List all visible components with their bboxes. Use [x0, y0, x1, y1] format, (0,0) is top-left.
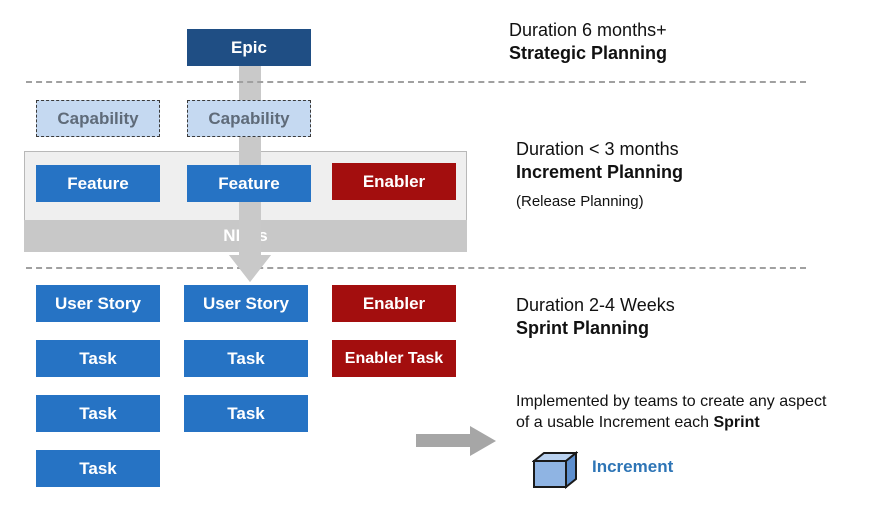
strategic-title: Strategic Planning	[509, 43, 668, 63]
separator-bottom	[26, 267, 806, 269]
feature-box-1: Feature	[36, 165, 160, 202]
capability-label: Capability	[57, 108, 139, 128]
increment-duration: Duration < 3 months	[516, 139, 679, 159]
epic-box: Epic	[187, 29, 311, 66]
right-arrow-icon	[416, 426, 496, 456]
task-label: Task	[227, 403, 265, 423]
separator-top	[26, 81, 806, 83]
task-label: Task	[227, 348, 265, 368]
enabler-label: Enabler	[362, 293, 426, 313]
user-story-box-1: User Story	[36, 285, 160, 322]
implemented-line-2-bold: Sprint	[713, 414, 760, 431]
increment-title: Increment Planning	[516, 162, 684, 182]
user-story-label: User Story	[203, 293, 289, 313]
user-story-box-2: User Story	[184, 285, 308, 322]
enabler-task-box: Enabler Task	[332, 340, 456, 377]
enabler-box-mid: Enabler	[332, 285, 456, 322]
implemented-line-2: of a usable Increment each Sprint	[516, 414, 760, 432]
feature-label: Feature	[218, 173, 280, 193]
task-box: Task	[36, 395, 160, 432]
sprint-duration: Duration 2-4 Weeks	[516, 295, 675, 315]
task-box: Task	[36, 340, 160, 377]
strategic-duration: Duration 6 months+	[509, 20, 667, 40]
enabler-task-label: Enabler Task	[344, 349, 444, 367]
user-story-label: User Story	[55, 293, 141, 313]
feature-box-2: Feature	[187, 165, 311, 202]
cube-icon	[532, 451, 578, 489]
implemented-line-2-prefix: of a usable Increment each	[516, 414, 714, 431]
implemented-line-1: Implemented by teams to create any aspec…	[516, 393, 827, 410]
feature-label: Feature	[67, 173, 129, 193]
enabler-label: Enabler	[362, 171, 426, 191]
task-box: Task	[184, 340, 308, 377]
capability-box-1: Capability	[36, 100, 160, 137]
task-label: Task	[79, 458, 117, 478]
increment-label: Increment	[592, 457, 674, 476]
task-box: Task	[184, 395, 308, 432]
task-label: Task	[79, 403, 117, 423]
enabler-box-top: Enabler	[332, 163, 456, 200]
epic-label: Epic	[231, 37, 267, 57]
sprint-title: Sprint Planning	[516, 318, 649, 338]
task-box: Task	[36, 450, 160, 487]
capability-box-2: Capability	[187, 100, 311, 137]
increment-note: (Release Planning)	[516, 193, 644, 210]
capability-label: Capability	[208, 108, 290, 128]
task-label: Task	[79, 348, 117, 368]
